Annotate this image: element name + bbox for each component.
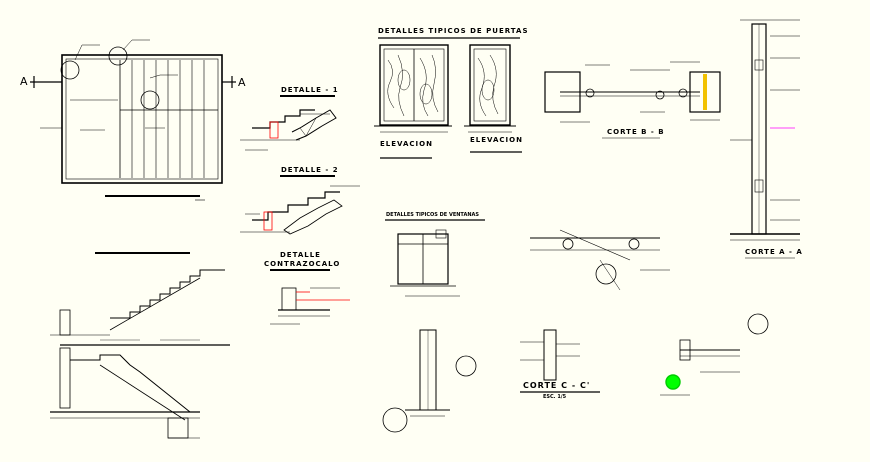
corte-b-drawing — [544, 61, 721, 139]
window-details — [385, 219, 670, 297]
contrazocalo-drawing — [270, 269, 350, 325]
puertas-title: DETALLES TIPICOS DE PUERTAS — [378, 27, 529, 35]
section-marker-a-right: A — [238, 76, 246, 89]
corte-c-title: CORTE C - C' — [523, 381, 591, 390]
contrazocalo-title-2: CONTRAZOCALO — [264, 260, 341, 268]
door-elevations — [374, 37, 522, 159]
stair-plan — [30, 39, 236, 201]
elevacion-label-1: ELEVACION — [380, 140, 433, 148]
section-marker-a-left: A — [20, 75, 28, 88]
detalle-2-title: DETALLE - 2 — [281, 166, 339, 174]
detalle-1-title: DETALLE - 1 — [281, 86, 339, 94]
corte-b-title: CORTE B - B — [607, 128, 665, 136]
ventanas-title: DETALLES TIPICOS DE VENTANAS — [386, 212, 479, 218]
stair-section-a — [50, 252, 230, 439]
corte-a-drawing — [730, 19, 800, 259]
corte-a-title: CORTE A - A — [745, 248, 803, 256]
detalle-2-drawing — [240, 175, 360, 235]
corte-c-scale: ESC. 1/5 — [543, 394, 567, 400]
elevacion-label-2: ELEVACION — [470, 136, 523, 144]
lower-details — [382, 313, 769, 433]
detalle-1-drawing — [240, 95, 337, 151]
contrazocalo-title-1: DETALLE — [280, 251, 321, 259]
